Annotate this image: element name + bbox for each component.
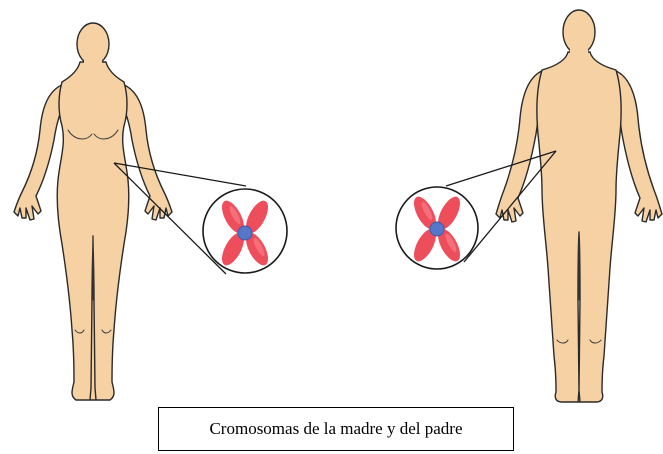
female-callout [114, 163, 287, 274]
caption-text: Cromosomas de la madre y del padre [209, 419, 462, 439]
male-body-figure [496, 10, 662, 402]
caption-box: Cromosomas de la madre y del padre [158, 407, 514, 451]
female-body-figure [14, 23, 172, 400]
male-callout [396, 151, 556, 269]
